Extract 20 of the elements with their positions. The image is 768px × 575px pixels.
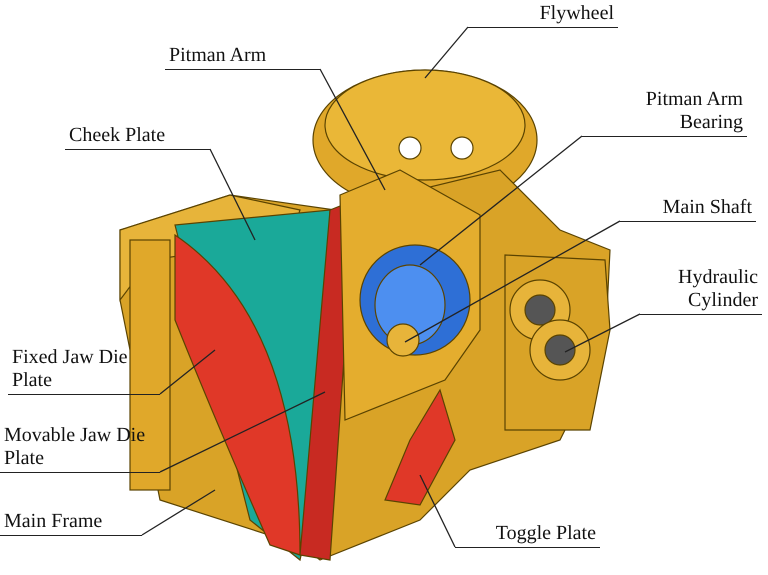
- leader-line: [404, 220, 620, 343]
- leader-line: [419, 474, 456, 548]
- leader-line: [424, 26, 468, 78]
- part-label: Main Frame: [0, 510, 142, 536]
- leader-line: [420, 136, 582, 266]
- part-label: Toggle Plate: [455, 522, 600, 548]
- leader-line: [564, 313, 640, 353]
- leader-line: [142, 489, 216, 536]
- part-label: Hydraulic Cylinder: [640, 266, 762, 315]
- leader-line: [319, 68, 386, 190]
- leader-line: [160, 391, 326, 473]
- part-label: Flywheel: [468, 2, 618, 28]
- leader-line: [160, 350, 216, 394]
- part-label: Cheek Plate: [65, 124, 210, 150]
- part-label: Pitman Arm Bearing: [582, 88, 747, 137]
- part-label: Main Shaft: [620, 196, 756, 222]
- part-label: Pitman Arm: [165, 44, 320, 70]
- leader-line: [209, 148, 256, 240]
- part-label: Fixed Jaw Die Plate: [8, 346, 160, 395]
- part-label: Movable Jaw Die Plate: [0, 424, 160, 473]
